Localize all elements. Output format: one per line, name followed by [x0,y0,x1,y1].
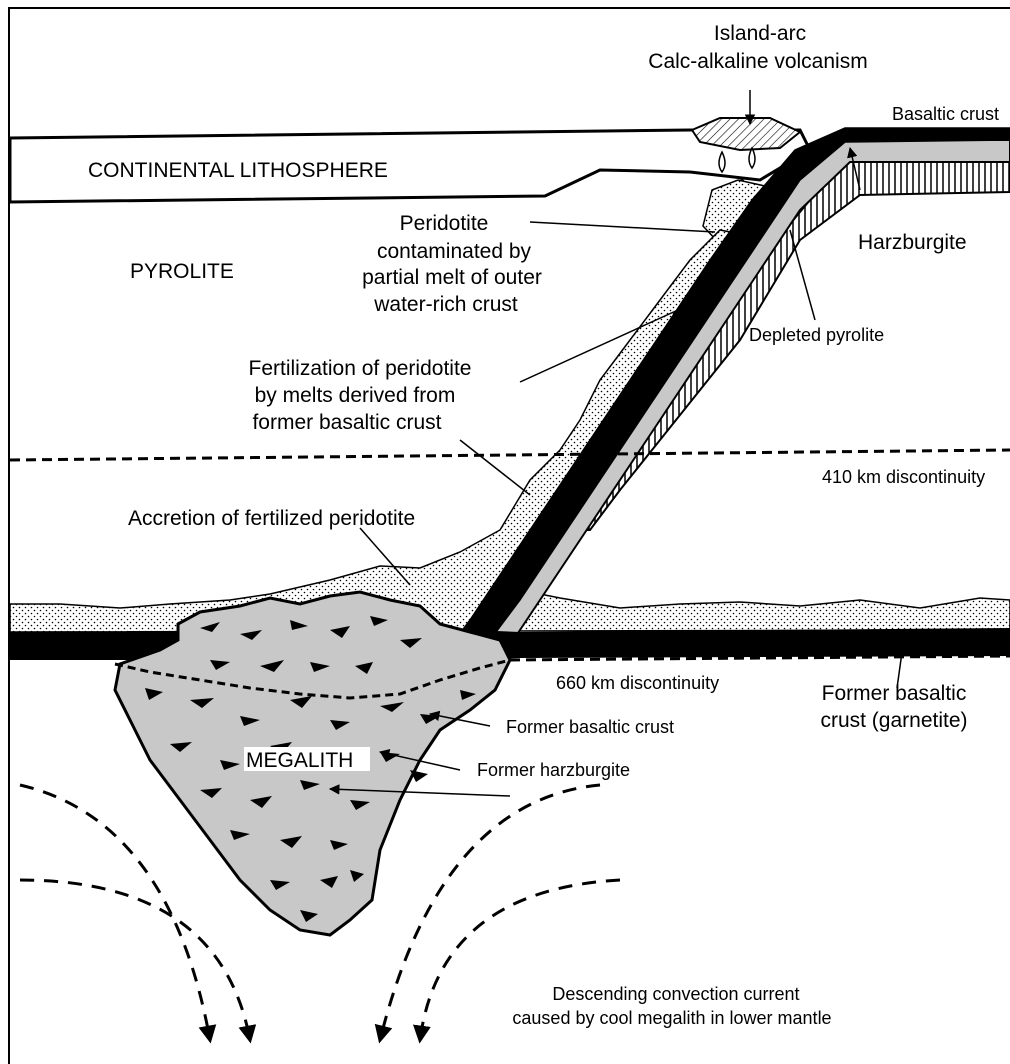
basaltic-crust-label: Basaltic crust [892,104,999,124]
accretion-label: Accretion of fertilized peridotite [128,507,415,530]
disc-410-label: 410 km discontinuity [822,467,985,487]
fertilization-label-2: by melts derived from [255,384,456,407]
former-basaltic-garnetite-label-1: Former basaltic [822,682,967,705]
island-arc-label-1: Island-arc [714,22,806,45]
former-basaltic-crust-label: Former basaltic crust [506,717,674,737]
megalith-label: MEGALITH [246,749,353,772]
former-basaltic-garnetite-label-2: crust (garnetite) [820,709,967,732]
fertilization-label-1: Fertilization of peridotite [249,357,472,380]
fertilization-label-3: former basaltic crust [252,411,441,434]
convection-label-1: Descending convection current [552,984,799,1004]
magma-drop-icon [749,148,755,168]
convection-label-2: caused by cool megalith in lower mantle [512,1008,831,1028]
depleted-pyrolite-label: Depleted pyrolite [749,325,884,345]
continental-lithosphere-label: CONTINENTAL LITHOSPHERE [88,159,388,182]
peridotite-label-2: contaminated by [377,240,532,263]
magma-drop-icon [719,152,725,172]
island-arc-label-2: Calc-alkaline volcanism [648,50,867,73]
harzburgite-label: Harzburgite [858,231,967,254]
peridotite-label-3: partial melt of outer [362,266,542,289]
peridotite-label-1: Peridotite [400,212,489,235]
pyrolite-label: PYROLITE [130,260,234,283]
disc-660-label: 660 km discontinuity [556,673,719,693]
former-harzburgite-label: Former harzburgite [477,760,630,780]
peridotite-label-4: water-rich crust [373,293,518,316]
